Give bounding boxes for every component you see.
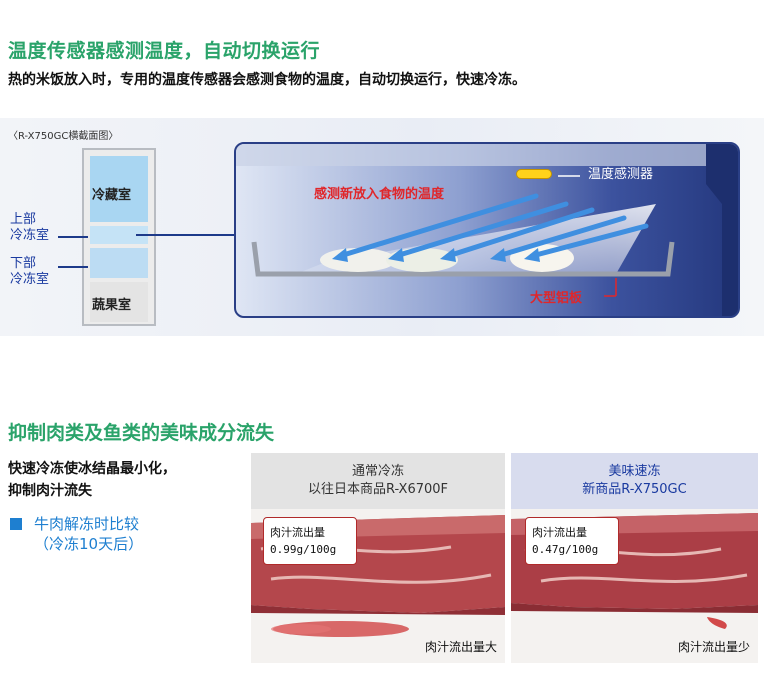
comparison-note-line1: 牛肉解冻时比较 <box>34 515 140 533</box>
aluminum-tray <box>251 241 675 277</box>
new-product-readout: 肉汁流出量 0.47g/100g <box>525 517 619 565</box>
description-line2: 抑制肉汁流失 <box>8 483 92 499</box>
upper-freezer-leader-line <box>58 236 88 238</box>
new-product-heading-line2: 新商品R-X750GC <box>582 482 687 497</box>
new-product-readout-label: 肉汁流出量 <box>532 526 587 539</box>
section2-description: 快速冷冻使冰结晶最小化， 抑制肉汁流失 <box>8 458 176 502</box>
new-product-heading: 美味速冻 新商品R-X750GC <box>511 453 758 509</box>
airflow-arrowheads <box>332 248 540 262</box>
comparison-conventional: 通常冷冻 以往日本商品R-X6700F 肉汁流出量 0.99g/100g 肉汁流… <box>251 453 505 663</box>
comparison-new-product: 美味速冻 新商品R-X750GC 肉汁流出量 0.47g/100g 肉汁流出量少 <box>511 453 758 663</box>
conventional-heading-line1: 通常冷冻 <box>351 464 404 479</box>
conventional-footnote: 肉汁流出量大 <box>424 640 497 654</box>
conventional-readout: 肉汁流出量 0.99g/100g <box>263 517 357 565</box>
new-product-readout-value: 0.47g/100g <box>532 543 599 556</box>
cross-section-caption: 〈R-X750GC横截面图〉 <box>8 131 119 142</box>
ceiling-band <box>236 144 738 166</box>
freezer-detail-panel <box>234 142 740 318</box>
fridge-compartment-upper-freezer <box>90 226 148 244</box>
fridge-compartment-vegetable <box>90 282 148 322</box>
fridge-compartment-lower-freezer <box>90 248 148 278</box>
temperature-sensor-icon <box>516 169 552 179</box>
new-product-heading-line1: 美味速冻 <box>608 464 661 479</box>
aluminum-tray-label: 大型铝板 <box>530 291 583 306</box>
temperature-sensor-label: 温度感测器 <box>588 167 654 182</box>
fridge-compartment-refrigerator <box>90 156 148 222</box>
conventional-heading-line2: 以往日本商品R-X6700F <box>307 482 449 497</box>
freezer-wall <box>706 144 738 316</box>
conventional-readout-value: 0.99g/100g <box>270 543 337 556</box>
lower-freezer-label: 下部 冷冻室 <box>10 256 49 288</box>
fridge-label-vegetable: 蔬果室 <box>92 298 132 313</box>
freezer-detail-illustration <box>236 144 738 316</box>
new-product-footnote: 肉汁流出量少 <box>677 640 750 654</box>
airflow-arrows <box>337 193 649 259</box>
zoom-connector-line <box>136 234 234 236</box>
lower-freezer-label-line2: 冷冻室 <box>10 272 50 287</box>
upper-freezer-label-line2: 冷冻室 <box>10 228 50 243</box>
section1-subtitle: 热的米饭放入时，专用的温度传感器会感测食物的温度，自动切换运行，快速冷冻。 <box>8 72 526 88</box>
lower-freezer-label-line1: 下部 <box>10 256 37 271</box>
fridge-cross-section: 冷藏室 蔬果室 <box>82 148 156 326</box>
upper-freezer-label-line1: 上部 <box>10 212 37 227</box>
upper-freezer-label: 上部 冷冻室 <box>10 212 49 244</box>
lower-freezer-leader-line <box>58 266 88 268</box>
conventional-heading: 通常冷冻 以往日本商品R-X6700F <box>251 453 505 509</box>
fridge-label-refrigerator: 冷藏室 <box>92 188 132 203</box>
bullet-square-icon <box>10 518 22 530</box>
sensing-label: 感测新放入食物的温度 <box>314 187 445 202</box>
description-line1: 快速冷冻使冰结晶最小化， <box>8 461 176 477</box>
conventional-readout-label: 肉汁流出量 <box>270 526 325 539</box>
comparison-note-line2: （冷冻10天后） <box>34 535 144 553</box>
comparison-note: 牛肉解冻时比较 （冷冻10天后） <box>34 514 143 554</box>
section2-title: 抑制肉类及鱼类的美味成分流失 <box>8 422 275 444</box>
section1-title: 温度传感器感测温度，自动切换运行 <box>8 40 321 62</box>
